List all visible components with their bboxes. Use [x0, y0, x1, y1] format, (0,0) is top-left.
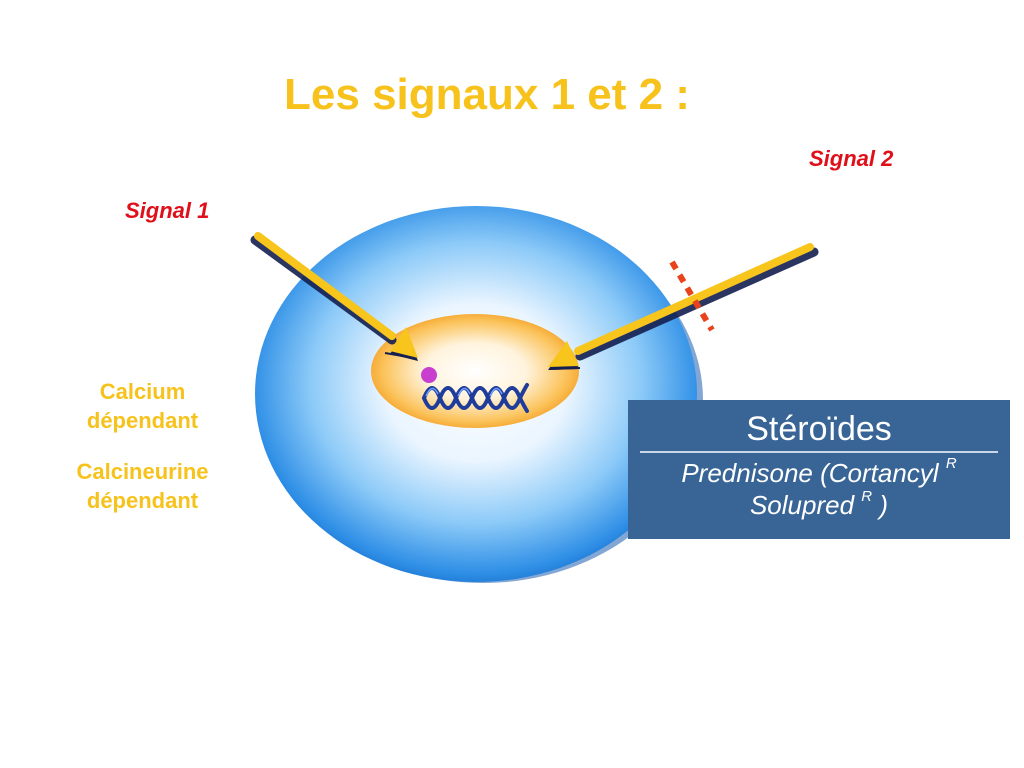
drug-line-solupred: Solupred R ) — [628, 487, 1010, 522]
nucleus — [371, 314, 579, 428]
signal1-label: Signal 1 — [125, 198, 210, 223]
drug2-name: Solupred — [749, 490, 855, 521]
calcium-line2: dépendant — [86, 407, 199, 433]
drug2-close: ) — [872, 490, 889, 521]
dna-helix-highlight — [425, 387, 503, 397]
drug2-registered-mark: R — [861, 487, 873, 505]
calcineurine-line2: dépendant — [86, 487, 199, 513]
calcineurin-dependent-label: Calcineurine dépendant — [40, 458, 245, 515]
heading-divider — [640, 450, 998, 453]
signal1-arrow — [250, 232, 418, 361]
calcium-line1: Calcium — [99, 379, 186, 404]
calcineurine-line1: Calcineurine — [76, 459, 209, 484]
steroids-heading: Stéroïdes — [746, 410, 892, 448]
drug1-name: Prednisone (Cortancyl — [681, 457, 939, 488]
dna-helix-icon — [422, 383, 529, 413]
signal2-label: Signal 2 — [809, 146, 894, 171]
drug-line-prednisone: Prednisone (Cortancyl R — [628, 455, 1010, 490]
calcium-dependent-label: Calcium dépendant — [40, 378, 245, 435]
signal2-block-marks — [669, 260, 715, 332]
steroids-drug-box: Stéroïdes Prednisone (Cortancyl R Solupr… — [628, 400, 1010, 539]
drug1-registered-mark: R — [945, 455, 957, 473]
signal-dot-icon — [421, 367, 437, 383]
slide-title: Les signaux 1 et 2 : — [284, 70, 690, 119]
